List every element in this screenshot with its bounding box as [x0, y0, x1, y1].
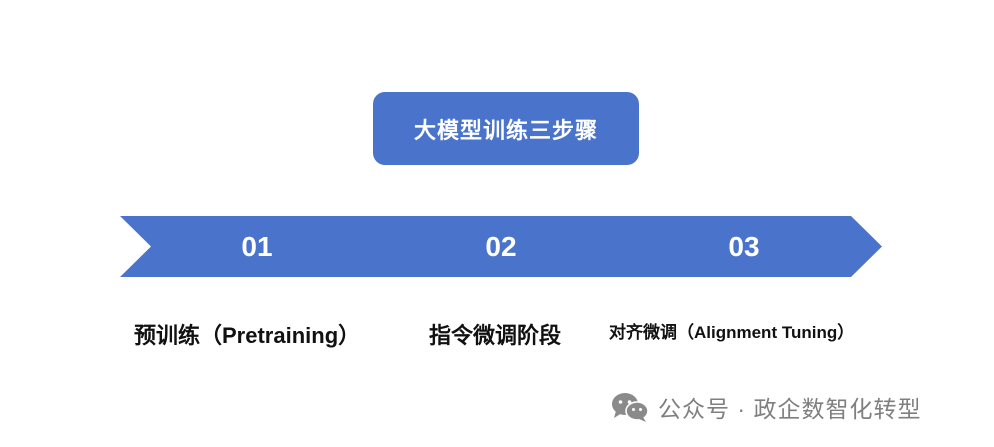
step-number-3: 03 [728, 231, 760, 262]
step-number-2: 02 [485, 231, 517, 262]
step-label-alignment-tuning: 对齐微调（Alignment Tuning） [609, 323, 855, 342]
watermark: 公众号 · 政企数智化转型 [610, 389, 921, 425]
step-label-pretraining: 预训练（Pretraining） [134, 323, 361, 348]
step-label-instruction-tuning: 指令微调阶段 [429, 323, 562, 348]
diagram-title: 大模型训练三步骤 [373, 92, 639, 165]
watermark-text: 公众号 · 政企数智化转型 [658, 396, 922, 422]
wechat-icon [612, 393, 649, 422]
step-number-1: 01 [241, 231, 273, 262]
